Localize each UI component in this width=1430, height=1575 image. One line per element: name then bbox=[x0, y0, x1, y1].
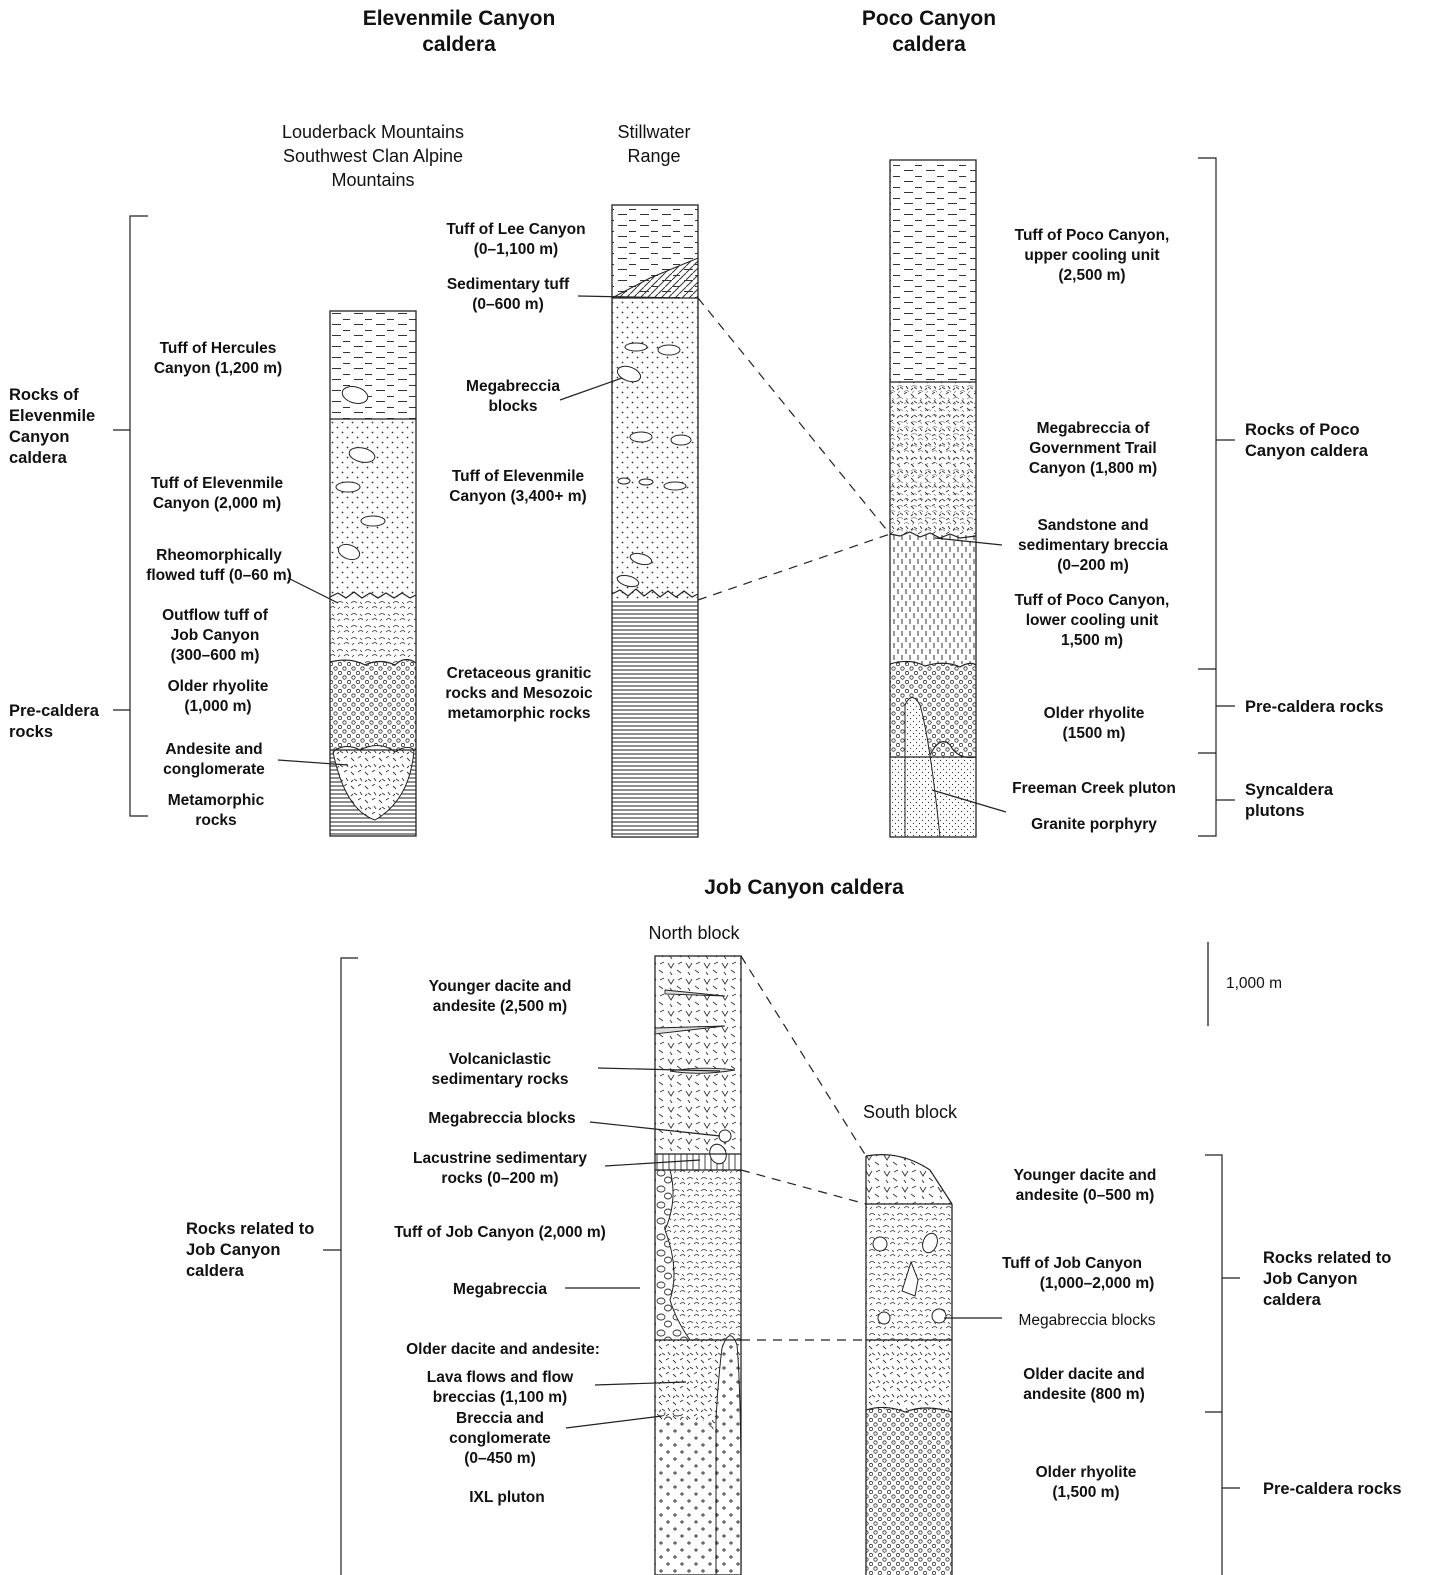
label-poco-upper: Tuff of Poco Canyon,upper cooling unit(2… bbox=[1015, 227, 1170, 284]
column-louderback bbox=[329, 310, 417, 837]
column-north-block bbox=[654, 955, 742, 1575]
group-pre-caldera-poco: Pre-caldera rocks bbox=[1245, 698, 1384, 716]
subtitle-south-block: South block bbox=[863, 1102, 958, 1122]
label-tuff-lee-canyon: Tuff of Lee Canyon(0–1,100 m) bbox=[446, 221, 585, 258]
column-poco bbox=[889, 159, 977, 838]
label-freeman-creek: Freeman Creek pluton bbox=[1012, 780, 1176, 797]
group-pre-caldera-job: Pre-caldera rocks bbox=[1263, 1480, 1402, 1498]
label-older-rhyolite-south: Older rhyolite(1,500 m) bbox=[1036, 1464, 1137, 1501]
label-granite-porphyry: Granite porphyry bbox=[1031, 816, 1157, 833]
correlation-lines bbox=[697, 297, 891, 1341]
subtitle-north-block: North block bbox=[648, 923, 740, 943]
column-stillwater bbox=[611, 204, 699, 838]
label-megabreccia-north: Megabreccia bbox=[453, 1281, 547, 1298]
scale-bar-label: 1,000 m bbox=[1226, 975, 1282, 992]
label-tuff-job-north: Tuff of Job Canyon (2,000 m) bbox=[394, 1224, 606, 1241]
label-older-rhyolite-left: Older rhyolite(1,000 m) bbox=[168, 678, 269, 715]
group-brackets bbox=[113, 157, 1240, 1575]
label-tuff-job-south: Tuff of Job Canyon(1,000–2,000 m) bbox=[1002, 1255, 1154, 1292]
label-older-rhyolite-poco: Older rhyolite(1500 m) bbox=[1044, 705, 1145, 742]
leader-lines bbox=[277, 295, 1007, 1429]
title-job: Job Canyon caldera bbox=[704, 876, 904, 899]
label-megabreccia-blocks-north: Megabreccia blocks bbox=[428, 1110, 575, 1127]
label-sedimentary-tuff: Sedimentary tuff(0–600 m) bbox=[447, 276, 570, 313]
label-ixl-pluton: IXL pluton bbox=[469, 1489, 544, 1506]
label-older-dacite-north: Older dacite and andesite: bbox=[406, 1341, 600, 1358]
label-megabreccia-blocks-south: Megabreccia blocks bbox=[1019, 1312, 1156, 1329]
column-south-block bbox=[865, 1154, 953, 1575]
